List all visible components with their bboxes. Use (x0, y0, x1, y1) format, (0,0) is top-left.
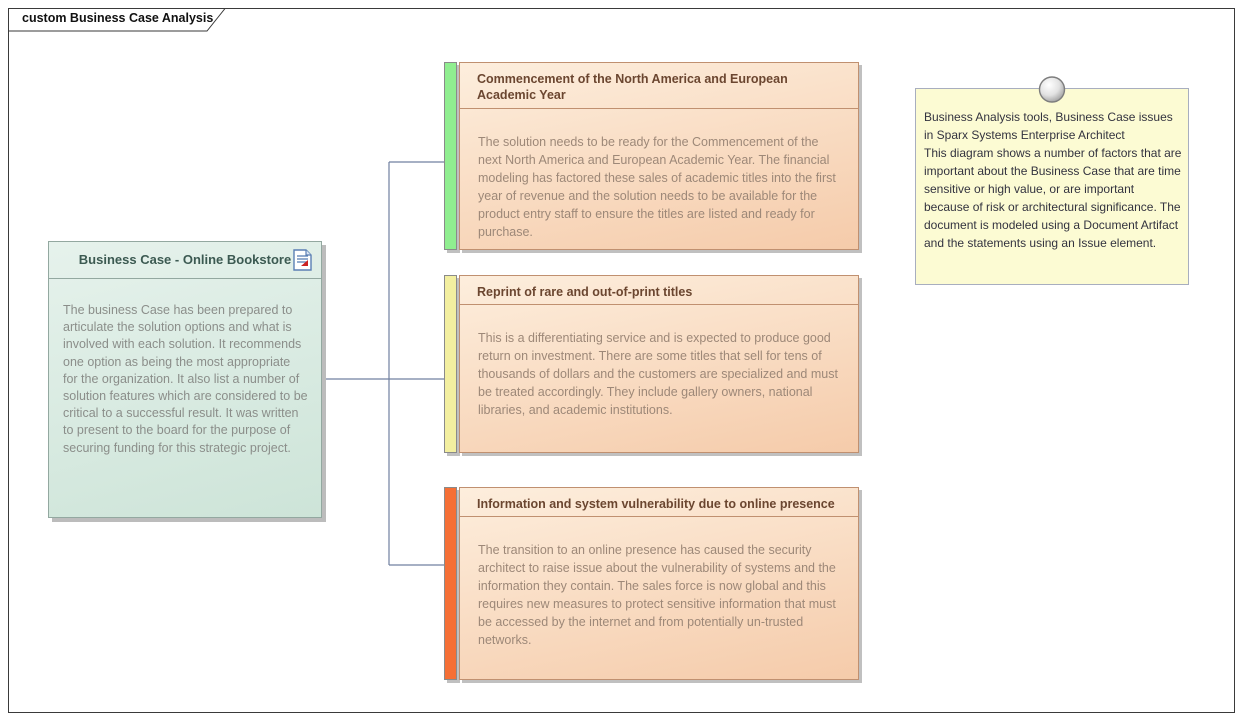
diagram-frame (8, 8, 1235, 713)
note-line-2: This diagram shows a number of factors t… (924, 146, 1182, 250)
business-case-body: The business Case has been prepared to a… (63, 303, 308, 455)
issue-body: The solution needs to be ready for the C… (478, 135, 836, 239)
issue-element-academic-year[interactable]: Commencement of the North America and Eu… (444, 62, 859, 250)
issue-box: Information and system vulnerability due… (459, 487, 859, 680)
issue-title: Reprint of rare and out-of-print titles (477, 285, 693, 299)
note-text: Business Analysis tools, Business Case i… (916, 89, 1188, 252)
sphere-icon (1038, 76, 1066, 108)
issue-header: Information and system vulnerability due… (460, 488, 858, 517)
frame-label: custom Business Case Analysis (22, 11, 214, 25)
issue-title: Commencement of the North America and Eu… (477, 72, 788, 102)
business-case-header: Business Case - Online Bookstore (49, 242, 321, 279)
note-line-1: Business Analysis tools, Business Case i… (924, 110, 1173, 142)
status-bar-orange (444, 487, 457, 680)
status-bar-yellow (444, 275, 457, 453)
document-artifact-icon (293, 249, 312, 276)
issue-title: Information and system vulnerability due… (477, 497, 835, 511)
note-element[interactable]: Business Analysis tools, Business Case i… (915, 76, 1189, 285)
issue-element-reprint-titles[interactable]: Reprint of rare and out-of-print titles … (444, 275, 859, 453)
issue-body: The transition to an online presence has… (478, 543, 836, 647)
business-case-title: Business Case - Online Bookstore (78, 252, 292, 267)
business-case-element[interactable]: Business Case - Online Bookstore The bus… (48, 241, 322, 518)
issue-body: This is a differentiating service and is… (478, 331, 838, 417)
issue-box: Reprint of rare and out-of-print titles … (459, 275, 859, 453)
issue-header: Commencement of the North America and Eu… (460, 63, 858, 109)
issue-header: Reprint of rare and out-of-print titles (460, 276, 858, 305)
issue-box: Commencement of the North America and Eu… (459, 62, 859, 250)
frame-tab (8, 8, 227, 32)
issue-element-system-vulnerability[interactable]: Information and system vulnerability due… (444, 487, 859, 680)
status-bar-green (444, 62, 457, 250)
